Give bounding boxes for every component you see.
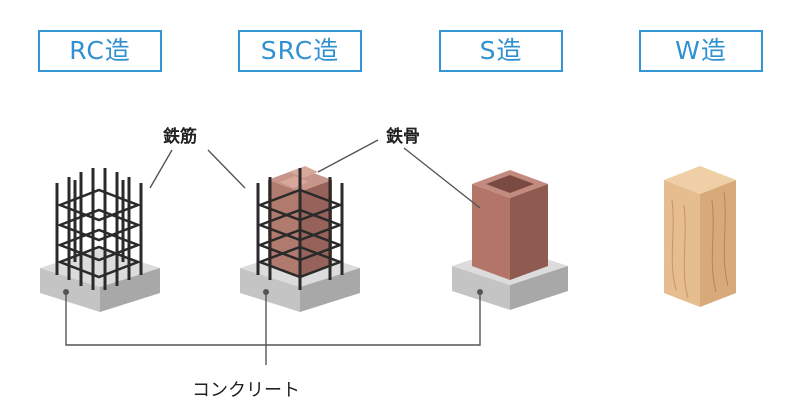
concrete-leader-lines: [65, 292, 481, 365]
steel-frame-callout: 鉄骨: [386, 127, 420, 147]
steel-frame-leader-lines: [317, 139, 481, 209]
rebar-leader-lines: [149, 149, 246, 189]
rebar-callout: 鉄筋: [163, 127, 197, 147]
rc-rebar-cage: [55, 168, 143, 290]
w-type-label: W造: [639, 30, 763, 72]
src-type-label: SRC造: [238, 30, 362, 72]
s-steel-box-column: [472, 170, 548, 280]
concrete-callout: コンクリート: [192, 380, 300, 401]
s-type-label: S造: [439, 30, 563, 72]
w-wood-column: [664, 166, 736, 307]
rc-type-label: RC造: [38, 30, 162, 72]
src-rebar-cage: [256, 168, 344, 290]
